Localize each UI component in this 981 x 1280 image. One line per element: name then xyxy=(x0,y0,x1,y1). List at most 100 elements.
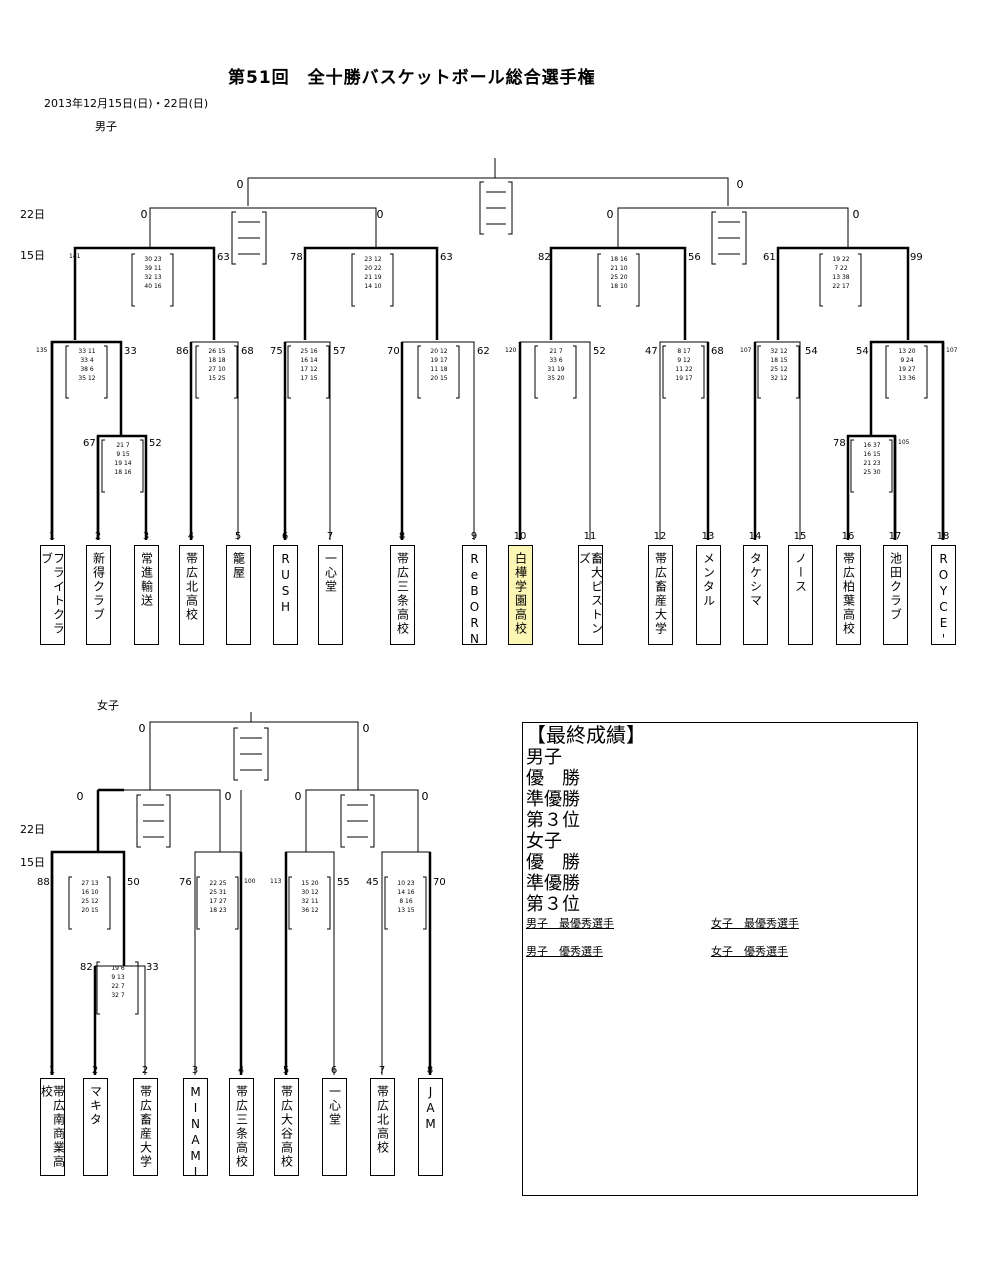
score: 86 xyxy=(176,346,189,357)
team-name-box: ReBORN xyxy=(462,545,487,648)
score: 0 xyxy=(362,722,370,735)
team-name-box: 帯広柏葉高校 xyxy=(836,545,861,645)
score: 52 xyxy=(149,438,162,449)
team-seed: 4 xyxy=(187,531,195,542)
men-bracket-lines xyxy=(50,158,945,540)
score: 107 xyxy=(946,347,958,354)
team-name-box: 一心堂 xyxy=(318,545,343,645)
team-seed: 16 xyxy=(841,531,855,542)
score: 56 xyxy=(688,252,701,263)
day15-label-men: 15日 xyxy=(20,249,45,262)
team-seed: 2 xyxy=(141,1065,149,1076)
results-third: 第３位 xyxy=(526,810,580,831)
score: 78 xyxy=(833,438,846,449)
score: 75 xyxy=(270,346,283,357)
score: 0 xyxy=(224,790,232,803)
results-champion: 優 勝 xyxy=(526,768,580,789)
team-name-box: 常進輸送 xyxy=(134,545,159,645)
team-name-box: 帯広北高校 xyxy=(370,1078,395,1176)
team-seed: 11 xyxy=(583,531,597,542)
team-seed: 18 xyxy=(936,531,950,542)
women-label: 女子 xyxy=(97,699,119,712)
results-heading: 【最終成績】 xyxy=(526,723,646,747)
score: 33 xyxy=(124,346,137,357)
team-name-box: 帯広三条高校 xyxy=(390,545,415,645)
team-name-box: 籠屋 xyxy=(226,545,251,645)
team-name-box: マキタ xyxy=(83,1078,108,1176)
score: 135 xyxy=(36,347,48,354)
team-seed: 13 xyxy=(701,531,715,542)
team-name-box: 白樺学園高校 xyxy=(508,545,533,645)
score: 54 xyxy=(856,346,869,357)
team-name-box: 帯広大谷高校 xyxy=(274,1078,299,1176)
mvp-women: 女子 最優秀選手 xyxy=(711,917,799,930)
team-seed: 14 xyxy=(748,531,762,542)
team-name-box: 池田クラブ xyxy=(883,545,908,645)
team-seed: 3 xyxy=(142,531,150,542)
score: 0 xyxy=(236,178,244,191)
team-seed: 17 xyxy=(888,531,902,542)
team-seed: 4 xyxy=(237,1065,245,1076)
results-women-label: 女子 xyxy=(526,831,562,852)
team-name-box: メンタル xyxy=(696,545,721,645)
team-seed: 2 xyxy=(94,531,102,542)
score: 70 xyxy=(433,877,446,888)
team-seed: 7 xyxy=(326,531,334,542)
team-seed: 5 xyxy=(234,531,242,542)
score: 107 xyxy=(740,347,752,354)
score: 0 xyxy=(852,208,860,221)
score: 120 xyxy=(505,347,517,354)
score: 50 xyxy=(127,877,140,888)
score: 0 xyxy=(76,790,84,803)
excellent-women: 女子 優秀選手 xyxy=(711,945,788,958)
team-seed: 10 xyxy=(513,531,527,542)
score: 0 xyxy=(294,790,302,803)
team-name-box: 帯広北高校 xyxy=(179,545,204,645)
team-seed: 15 xyxy=(793,531,807,542)
date-text: 2013年12月15日(日)・22日(日) xyxy=(44,97,209,110)
team-name-box: 帯広三条高校 xyxy=(229,1078,254,1176)
score: 0 xyxy=(606,208,614,221)
score: 68 xyxy=(711,346,724,357)
score: 82 xyxy=(80,962,93,973)
score: 82 xyxy=(538,252,551,263)
score: 99 xyxy=(910,252,923,263)
team-seed: 12 xyxy=(653,531,667,542)
team-name-box: RUSH xyxy=(273,545,298,645)
day15-label-women: 15日 xyxy=(20,856,45,869)
score: 62 xyxy=(477,346,490,357)
team-name-box: 新得クラブ xyxy=(86,545,111,645)
team-name-box: タケシマ xyxy=(743,545,768,645)
day22-label-men: 22日 xyxy=(20,208,45,221)
team-name-box: MINAMI xyxy=(183,1078,208,1181)
team-name-box: 一心堂 xyxy=(322,1078,347,1176)
mvp-men: 男子 最優秀選手 xyxy=(526,917,614,930)
team-name-box: ROYCE' xyxy=(931,545,956,648)
results-runner-up-women: 準優勝 xyxy=(526,873,580,894)
team-seed: 3 xyxy=(191,1065,199,1076)
team-name-box: ノース xyxy=(788,545,813,645)
score: 78 xyxy=(290,252,303,263)
score: 0 xyxy=(138,722,146,735)
score: 113 xyxy=(270,878,282,885)
team-seed: 8 xyxy=(426,1065,434,1076)
excellent-men: 男子 優秀選手 xyxy=(526,945,603,958)
team-seed: 1 xyxy=(48,531,56,542)
team-seed: 2 xyxy=(91,1065,99,1076)
team-name-box: 畜大ピストンズ xyxy=(578,545,604,645)
